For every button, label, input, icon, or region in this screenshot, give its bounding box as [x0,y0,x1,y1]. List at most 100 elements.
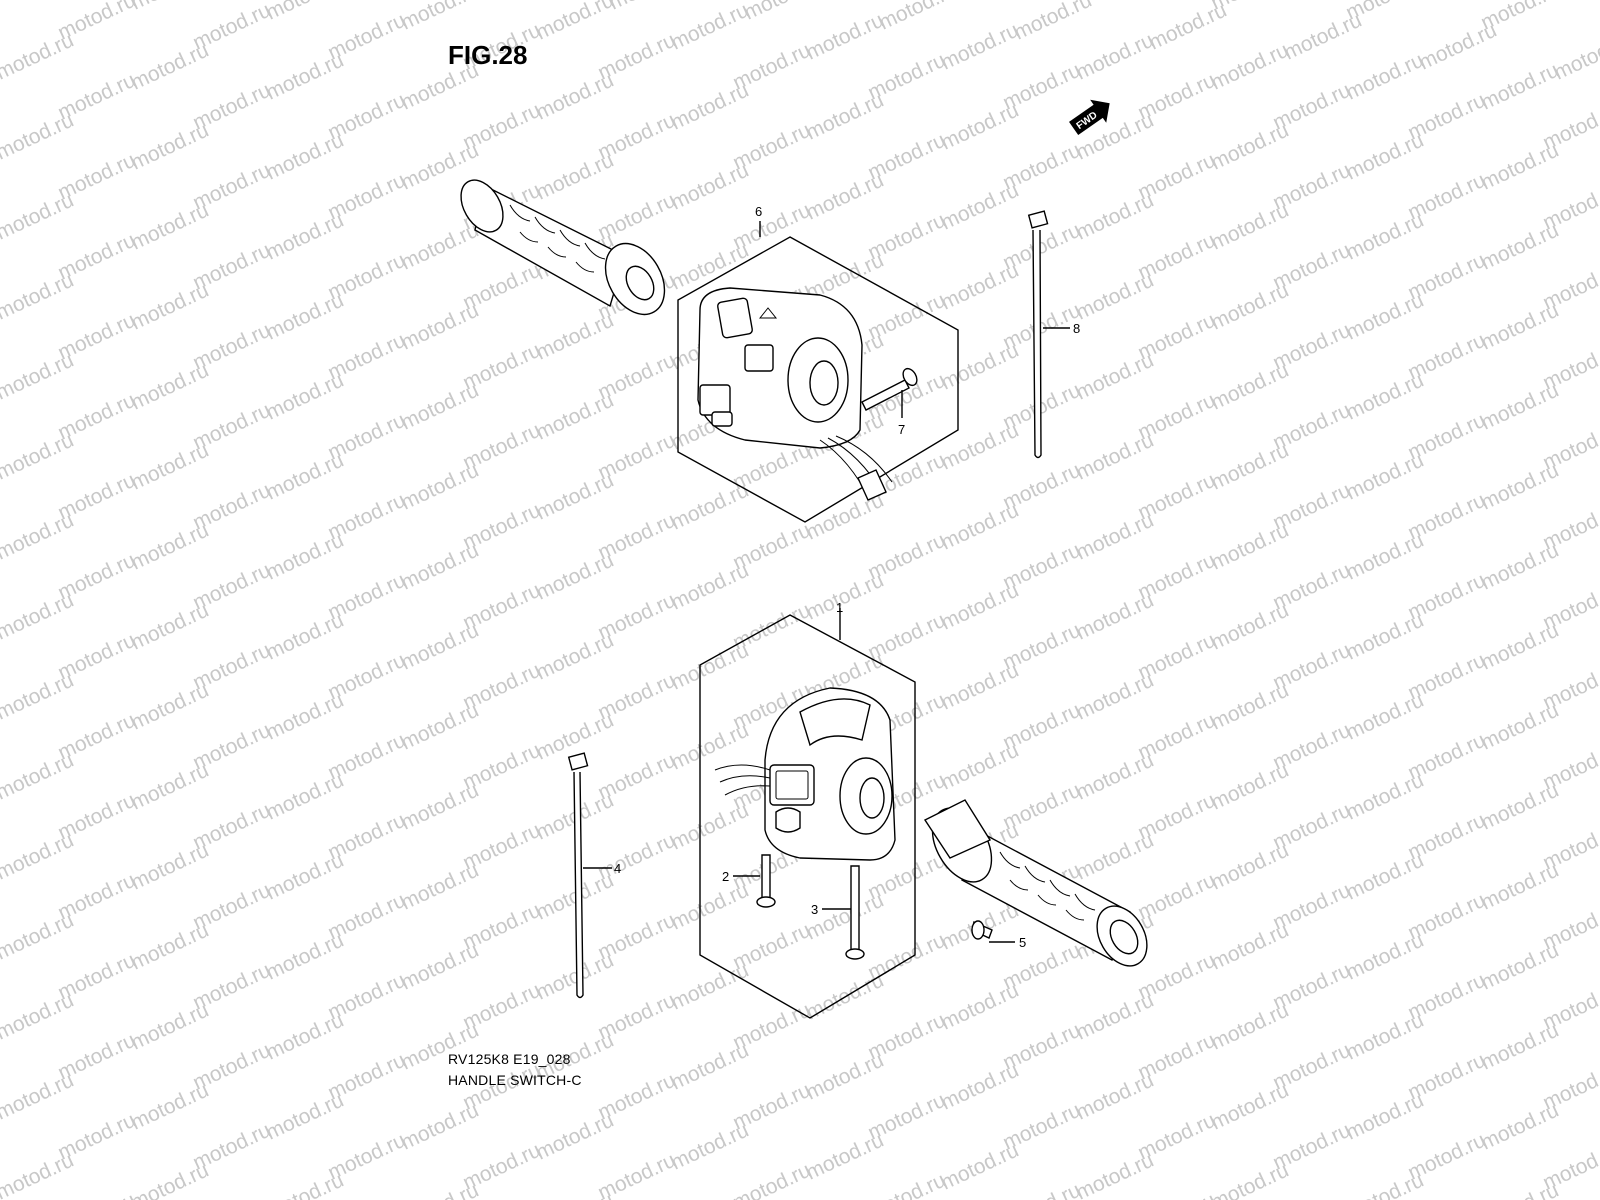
watermark-text: motod.ru [1207,999,1292,1055]
watermark-text: motod.ru [1342,209,1427,265]
right-handle-grip [923,799,1148,967]
watermark-text: motod.ru [532,1189,617,1200]
watermark-text: motod.ru [1134,1189,1219,1200]
watermark-text: motod.ru [1342,929,1427,985]
watermark-text: motod.ru [262,1169,347,1200]
watermark-text: motod.ru [1207,759,1292,815]
watermark-text: motod.ru [667,1119,752,1175]
watermark-text: motod.ru [937,499,1022,555]
watermark-text: motod.ru [262,1009,347,1065]
watermark-text: motod.ru [667,0,752,55]
watermark-text: motod.ru [127,439,212,495]
watermark-text: motod.ru [262,609,347,665]
watermark-text: motod.ru [1477,1019,1562,1075]
watermark-text: motod.ru [667,479,752,535]
screw-7 [861,367,918,411]
watermark-text: motod.ru [1342,529,1427,585]
callout-1: 1 [836,600,843,615]
watermark-text: motod.ru [127,0,212,15]
watermark-text: motod.ru [999,1179,1084,1200]
watermark-text: motod.ru [1207,1159,1292,1200]
watermark-text: motod.ru [1207,919,1292,975]
watermark-text: motod.ru [802,1129,887,1185]
watermark-text: motod.ru [1207,279,1292,335]
watermark-text: motod.ru [667,799,752,855]
watermark-text: motod.ru [262,529,347,585]
watermark-text: motod.ru [262,449,347,505]
watermark-text: motod.ru [0,429,77,485]
watermark-text: motod.ru [127,679,212,735]
watermark-text: motod.ru [1072,509,1157,565]
watermark-text: motod.ru [127,1159,212,1200]
watermark-text: motod.ru [0,989,77,1045]
watermark-text: motod.ru [397,459,482,515]
watermark-text: motod.ru [532,549,617,605]
watermark-text: motod.ru [1207,519,1292,575]
callout-7: 7 [898,422,905,437]
watermark-text: motod.ru [1072,749,1157,805]
left-handle-switch [697,287,893,501]
watermark-text: motod.ru [1342,49,1427,105]
watermark-text: motod.ru [127,599,212,655]
watermark-text: motod.ru [127,839,212,895]
watermark-text: motod.ru [937,179,1022,235]
watermark-text: motod.ru [937,259,1022,315]
watermark-text: motod.ru [667,239,752,295]
watermark-text: motod.ru [1072,189,1157,245]
watermark-text: motod.ru [0,669,77,725]
left-handle-grip [460,179,666,316]
watermark-text: motod.ru [1342,289,1427,345]
watermark-text: motod.ru [0,29,77,85]
watermark-text: motod.ru [937,1139,1022,1195]
watermark-text: motod.ru [127,919,212,975]
watermark-text: motod.ru [0,829,77,885]
watermark-text: motod.ru [0,1069,77,1125]
watermark-text: motod.ru [1207,599,1292,655]
watermark-text: motod.ru [1145,0,1230,55]
watermark-text: motod.ru [0,589,77,645]
watermark-text: motod.ru [1342,129,1427,185]
watermark-text: motod.ru [1207,39,1292,95]
watermark-text: motod.ru [1477,459,1562,515]
watermark-text: motod.ru [127,759,212,815]
watermark-text: motod.ru [1477,139,1562,195]
watermark-text: motod.ru [1072,429,1157,485]
watermark-text: motod.ru [1207,199,1292,255]
callout-6: 6 [755,204,762,219]
watermark-text: motod.ru [1010,0,1095,45]
watermark-text: motod.ru [1207,119,1292,175]
watermark-text: motod.ru [127,39,212,95]
watermark-text: motod.ru [1477,779,1562,835]
watermark-text: motod.ru [1207,439,1292,495]
watermark-text: motod.ru [0,269,77,325]
figure-title: FIG.28 [448,40,528,70]
watermark-text: motod.ru [1207,839,1292,895]
watermark-text: motod.ru [937,339,1022,395]
watermark-text: motod.ru [397,1179,482,1200]
watermark-text: motod.ru [802,169,887,225]
watermark-text: motod.ru [532,1109,617,1165]
watermark-text: motod.ru [1477,379,1562,435]
callout-leaders [583,221,1070,943]
watermark-text: motod.ru [0,0,4,35]
lower-kit-frame [699,614,916,1019]
watermark-text: motod.ru [262,49,347,105]
watermark-text: motod.ru [875,0,960,35]
forward-arrow-icon [1069,99,1110,136]
watermark-text: motod.ru [262,369,347,425]
watermark-text: motod.ru [667,719,752,775]
cable-tie-8 [1027,210,1049,459]
watermark-text: motod.ru [397,1099,482,1155]
watermark-text: motod.ru [667,559,752,615]
watermark-text: motod.ru [1072,29,1157,85]
watermark-text: motod.ru [667,79,752,135]
watermark-text: motod.ru [0,749,77,805]
watermark-text: motod.ru [1477,539,1562,595]
watermark-text: motod.ru [802,89,887,145]
watermark-text: motod.ru [0,0,77,5]
watermark-text: motod.ru [1477,1099,1562,1155]
watermark-text: motod.ru [1477,939,1562,995]
watermark-text: motod.ru [1477,699,1562,755]
watermark-text: motod.ru [532,949,617,1005]
